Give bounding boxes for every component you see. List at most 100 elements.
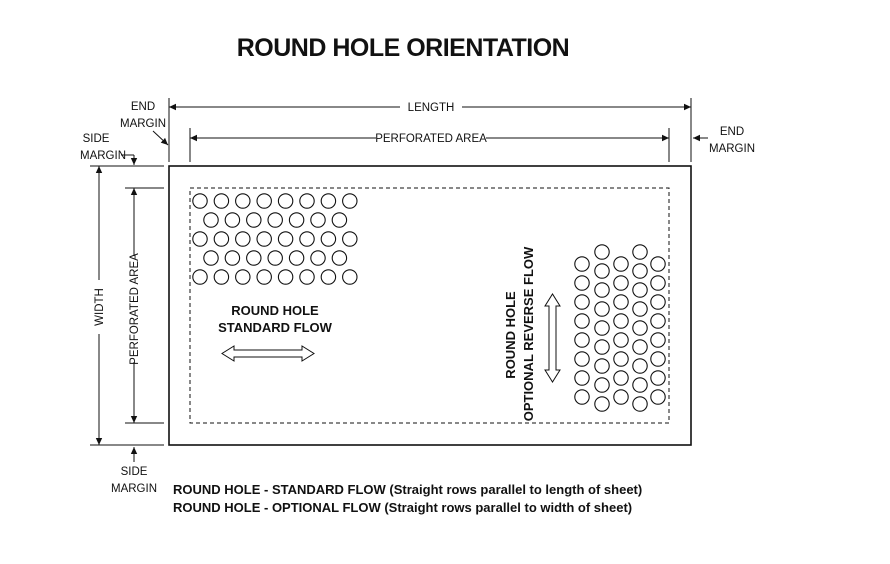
- hole: [299, 231, 315, 247]
- hole: [632, 377, 648, 393]
- end-margin-right-label-1: END: [720, 126, 744, 138]
- hole: [613, 389, 629, 405]
- hole: [650, 294, 666, 310]
- hole: [574, 332, 590, 348]
- hole: [320, 193, 337, 209]
- hole: [613, 256, 629, 272]
- width-label: WIDTH: [94, 288, 106, 326]
- hole: [613, 313, 629, 329]
- hole: [213, 231, 230, 247]
- footnote-standard-flow: ROUND HOLE - STANDARD FLOW (Straight row…: [173, 482, 642, 497]
- standard-flow-label-1: ROUND HOLE: [231, 303, 319, 318]
- hole: [574, 256, 590, 272]
- hole: [235, 193, 251, 209]
- hole: [574, 275, 590, 291]
- hole: [650, 351, 666, 367]
- hole: [277, 269, 294, 285]
- side-margin-bottom-label-1: SIDE: [121, 466, 148, 478]
- hole: [632, 320, 648, 336]
- hole: [310, 212, 326, 228]
- end-margin-left-arrow: [152, 130, 169, 146]
- hole: [235, 231, 251, 247]
- hole: [256, 193, 272, 209]
- hole: [213, 269, 230, 285]
- hole: [613, 275, 629, 291]
- side-margin-top-label-1: SIDE: [83, 133, 110, 145]
- hole: [574, 370, 590, 386]
- hole: [632, 282, 648, 298]
- hole: [203, 212, 219, 228]
- hole: [594, 339, 610, 355]
- hole: [650, 256, 666, 272]
- hole: [192, 231, 208, 247]
- hole: [594, 263, 610, 279]
- hole: [331, 250, 348, 266]
- hole: [256, 269, 272, 285]
- perforated-area-label: PERFORATED AREA: [375, 133, 487, 145]
- hole: [342, 193, 358, 209]
- end-margin-right-label-2: MARGIN: [709, 143, 755, 155]
- sheet-outline: [168, 165, 692, 446]
- hole: [613, 294, 629, 310]
- hole: [574, 389, 590, 405]
- hole: [299, 269, 315, 285]
- hole: [331, 212, 348, 228]
- end-margin-left-label-2: MARGIN: [120, 118, 166, 130]
- hole: [594, 396, 610, 412]
- perforated-area-vertical-label: PERFORATED AREA: [129, 253, 141, 365]
- reverse-flow-hole-pattern: [574, 244, 666, 412]
- length-label: LENGTH: [408, 102, 455, 114]
- hole: [594, 377, 610, 393]
- hole: [594, 301, 610, 317]
- hole: [594, 282, 610, 298]
- hole: [613, 332, 629, 348]
- side-margin-bottom-label-2: MARGIN: [111, 483, 157, 495]
- hole: [256, 231, 272, 247]
- hole: [320, 231, 337, 247]
- hole: [299, 193, 315, 209]
- hole: [288, 250, 305, 266]
- hole: [192, 193, 208, 209]
- hole: [650, 332, 666, 348]
- side-margin-top-label-2: MARGIN: [80, 150, 126, 162]
- hole: [277, 231, 294, 247]
- hole: [632, 301, 648, 317]
- hole: [288, 212, 305, 228]
- hole: [613, 351, 629, 367]
- footnote-optional-flow: ROUND HOLE - OPTIONAL FLOW (Straight row…: [173, 500, 632, 515]
- hole: [224, 212, 241, 228]
- hole: [235, 269, 251, 285]
- hole: [310, 250, 326, 266]
- hole: [632, 396, 648, 412]
- hole: [203, 250, 219, 266]
- hole: [342, 269, 358, 285]
- page-title: ROUND HOLE ORIENTATION: [237, 34, 570, 62]
- hole: [594, 244, 610, 260]
- hole: [632, 358, 648, 374]
- hole: [632, 244, 648, 260]
- hole: [574, 294, 590, 310]
- hole: [594, 320, 610, 336]
- hole: [594, 358, 610, 374]
- hole: [650, 275, 666, 291]
- hole: [650, 389, 666, 405]
- hole: [213, 193, 230, 209]
- hole: [613, 370, 629, 386]
- hole: [632, 263, 648, 279]
- hole: [192, 269, 208, 285]
- hole: [267, 212, 283, 228]
- double-arrow-vertical-icon: [544, 293, 561, 383]
- hole: [574, 351, 590, 367]
- reverse-flow-label-1: ROUND HOLE: [503, 291, 518, 379]
- hole: [650, 370, 666, 386]
- hole: [267, 250, 283, 266]
- end-margin-left-label-1: END: [131, 101, 155, 113]
- reverse-flow-label-2: OPTIONAL REVERSE FLOW: [521, 246, 536, 421]
- hole: [320, 269, 337, 285]
- perforated-area-outline: [189, 187, 670, 424]
- hole: [246, 212, 262, 228]
- hole: [574, 313, 590, 329]
- standard-flow-hole-pattern: [192, 193, 358, 285]
